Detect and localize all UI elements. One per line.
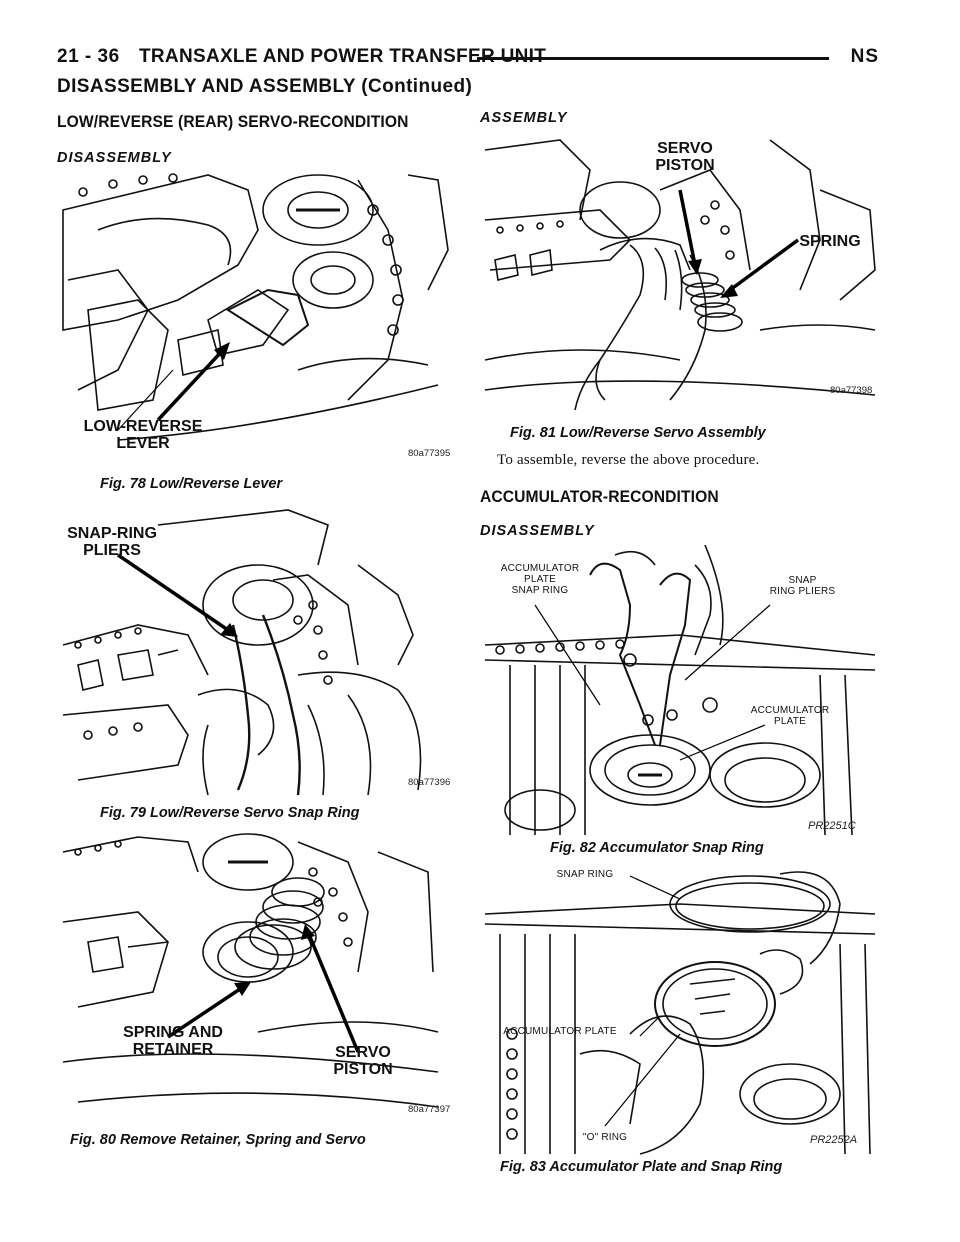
label-accumulator-plate-fig83: ACCUMULATOR PLATE: [503, 1026, 617, 1037]
figure-80-code: 80a77397: [408, 1104, 451, 1115]
label-servo-piston: SERVO PISTON: [333, 1044, 393, 1078]
label-accumulator-plate-snap-ring: ACCUMULATOR PLATE SNAP RING: [500, 563, 580, 596]
figure-81-drawing: [484, 139, 876, 411]
figure-79-code: 80a77396: [408, 777, 451, 788]
figure-83-drawing: [484, 871, 876, 1155]
label-snap-ring-fig83: SNAP RING: [556, 869, 614, 880]
figure-80-drawing: [62, 833, 439, 1108]
caption-fig-78: Fig. 78 Low/Reverse Lever: [100, 476, 283, 492]
label-accumulator-plate: ACCUMULATOR PLATE: [750, 705, 830, 727]
label-o-ring: "O" RING: [582, 1132, 628, 1143]
caption-fig-82: Fig. 82 Accumulator Snap Ring: [550, 840, 764, 856]
figure-83-code: PR2252A: [810, 1134, 858, 1146]
figure-81-code: 80a77398: [830, 385, 873, 396]
body-assemble-instruction: To assemble, reverse the above procedure…: [497, 452, 760, 468]
section-title-servo: LOW/REVERSE (REAR) SERVO-RECONDITION: [57, 112, 409, 131]
figure-78-drawing: [62, 173, 449, 441]
figure-82-code: PR2251C: [808, 820, 856, 832]
caption-fig-81: Fig. 81 Low/Reverse Servo Assembly: [510, 425, 766, 441]
figure-79-drawing: [62, 509, 422, 796]
caption-fig-83: Fig. 83 Accumulator Plate and Snap Ring: [500, 1159, 783, 1175]
figure-80-retainer-spring-servo: SPRING AND RETAINER SERVO PISTON 80a7739…: [58, 832, 453, 1124]
label-snap-ring-pliers: SNAP-RING PLIERS: [67, 525, 157, 559]
subtitle-disassembly-servo: DISASSEMBLY: [57, 150, 172, 166]
subtitle-disassembly-accumulator: DISASSEMBLY: [480, 523, 595, 539]
page-header: 21 - 36 TRANSAXLE AND POWER TRANSFER UNI…: [57, 46, 879, 76]
figure-78-code: 80a77395: [408, 448, 451, 459]
caption-fig-80: Fig. 80 Remove Retainer, Spring and Serv…: [70, 1132, 366, 1148]
section-title-accumulator: ACCUMULATOR-RECONDITION: [480, 487, 719, 506]
figure-83-accumulator-plate-snap-ring: SNAP RING ACCUMULATOR PLATE "O" RING PR2…: [480, 864, 880, 1156]
label-snap-ring-pliers-accum: SNAP RING PLIERS: [769, 575, 836, 597]
subtitle-assembly: ASSEMBLY: [480, 110, 568, 126]
figure-81-servo-assembly: SERVO PISTON SPRING 80a77398: [480, 130, 880, 420]
header-rule: [477, 57, 829, 60]
figure-78-low-reverse-lever: LOW-REVERSE LEVER 80a77395: [58, 170, 453, 468]
running-title: TRANSAXLE AND POWER TRANSFER UNIT: [139, 46, 547, 67]
label-low-reverse-lever: LOW-REVERSE LEVER: [83, 418, 203, 452]
figure-82-drawing: [484, 545, 876, 836]
label-spring-and-retainer: SPRING AND RETAINER: [123, 1024, 223, 1058]
model-code: NS: [850, 46, 879, 67]
page-subtitle: DISASSEMBLY AND ASSEMBLY (Continued): [57, 76, 473, 97]
label-servo-piston-assembly: SERVO PISTON: [655, 140, 715, 174]
figure-79-servo-snap-ring: SNAP-RING PLIERS 80a77396: [58, 505, 453, 797]
label-spring: SPRING: [799, 233, 861, 250]
caption-fig-79: Fig. 79 Low/Reverse Servo Snap Ring: [100, 805, 360, 821]
page-number: 21 - 36: [57, 46, 120, 67]
figure-82-accumulator-snap-ring: ACCUMULATOR PLATE SNAP RING SNAP RING PL…: [480, 545, 880, 838]
